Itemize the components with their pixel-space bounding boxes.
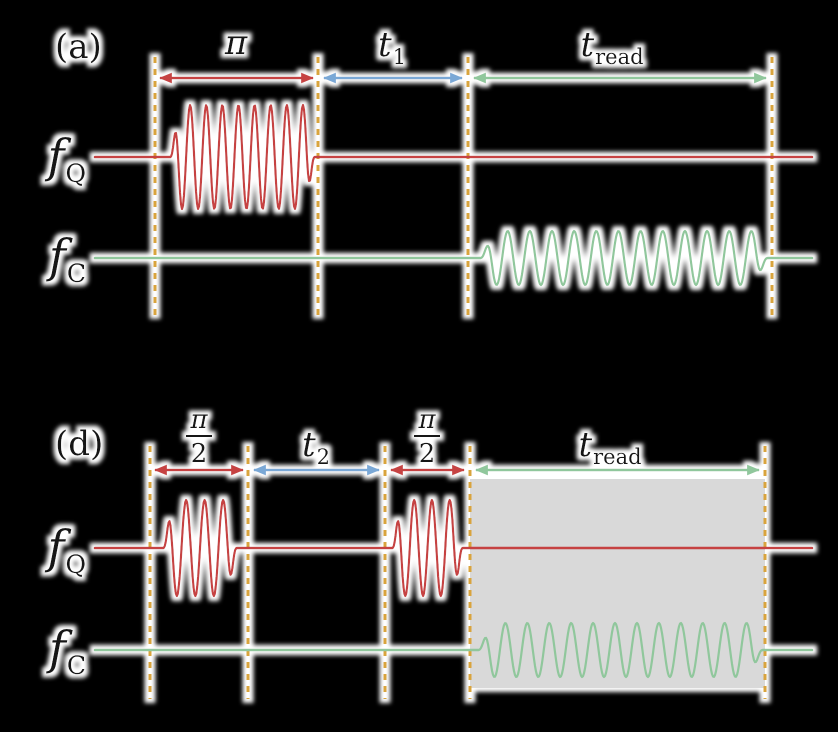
a-read-pulse [479, 229, 769, 287]
d-fq-label: fQ [44, 520, 86, 579]
d-fc-label: fC [46, 621, 86, 680]
d-readout-shaded-region [470, 479, 765, 688]
a-fc-label: fC [46, 229, 86, 288]
panel-a-tag: (a) [55, 27, 102, 67]
a-pi-pulse [169, 103, 316, 211]
d-read-pulse [477, 621, 764, 679]
d-pihalf-denominator-1: 2 [191, 439, 208, 469]
d-pihalf-pulse-1 [162, 498, 238, 598]
d-pihalf-pulse-2 [391, 498, 464, 598]
panel-d: (d) π 2 t2 π 2 tread fQ fC [44, 405, 814, 699]
d-tread-label: tread [578, 425, 641, 469]
a-t1-label: t1 [378, 25, 406, 69]
panel-a: (a) π t1 tread fQ fC [44, 23, 814, 316]
panel-d-tag: (d) [55, 424, 103, 464]
a-fq-label: fQ [44, 129, 86, 188]
a-tread-label: tread [580, 25, 643, 69]
d-pihalf-denominator-2: 2 [419, 439, 436, 469]
d-pihalf-numerator-2: π [417, 405, 436, 435]
a-pi-label: π [224, 23, 248, 63]
d-t2-label: t2 [302, 425, 330, 469]
d-pihalf-numerator-1: π [189, 405, 208, 435]
